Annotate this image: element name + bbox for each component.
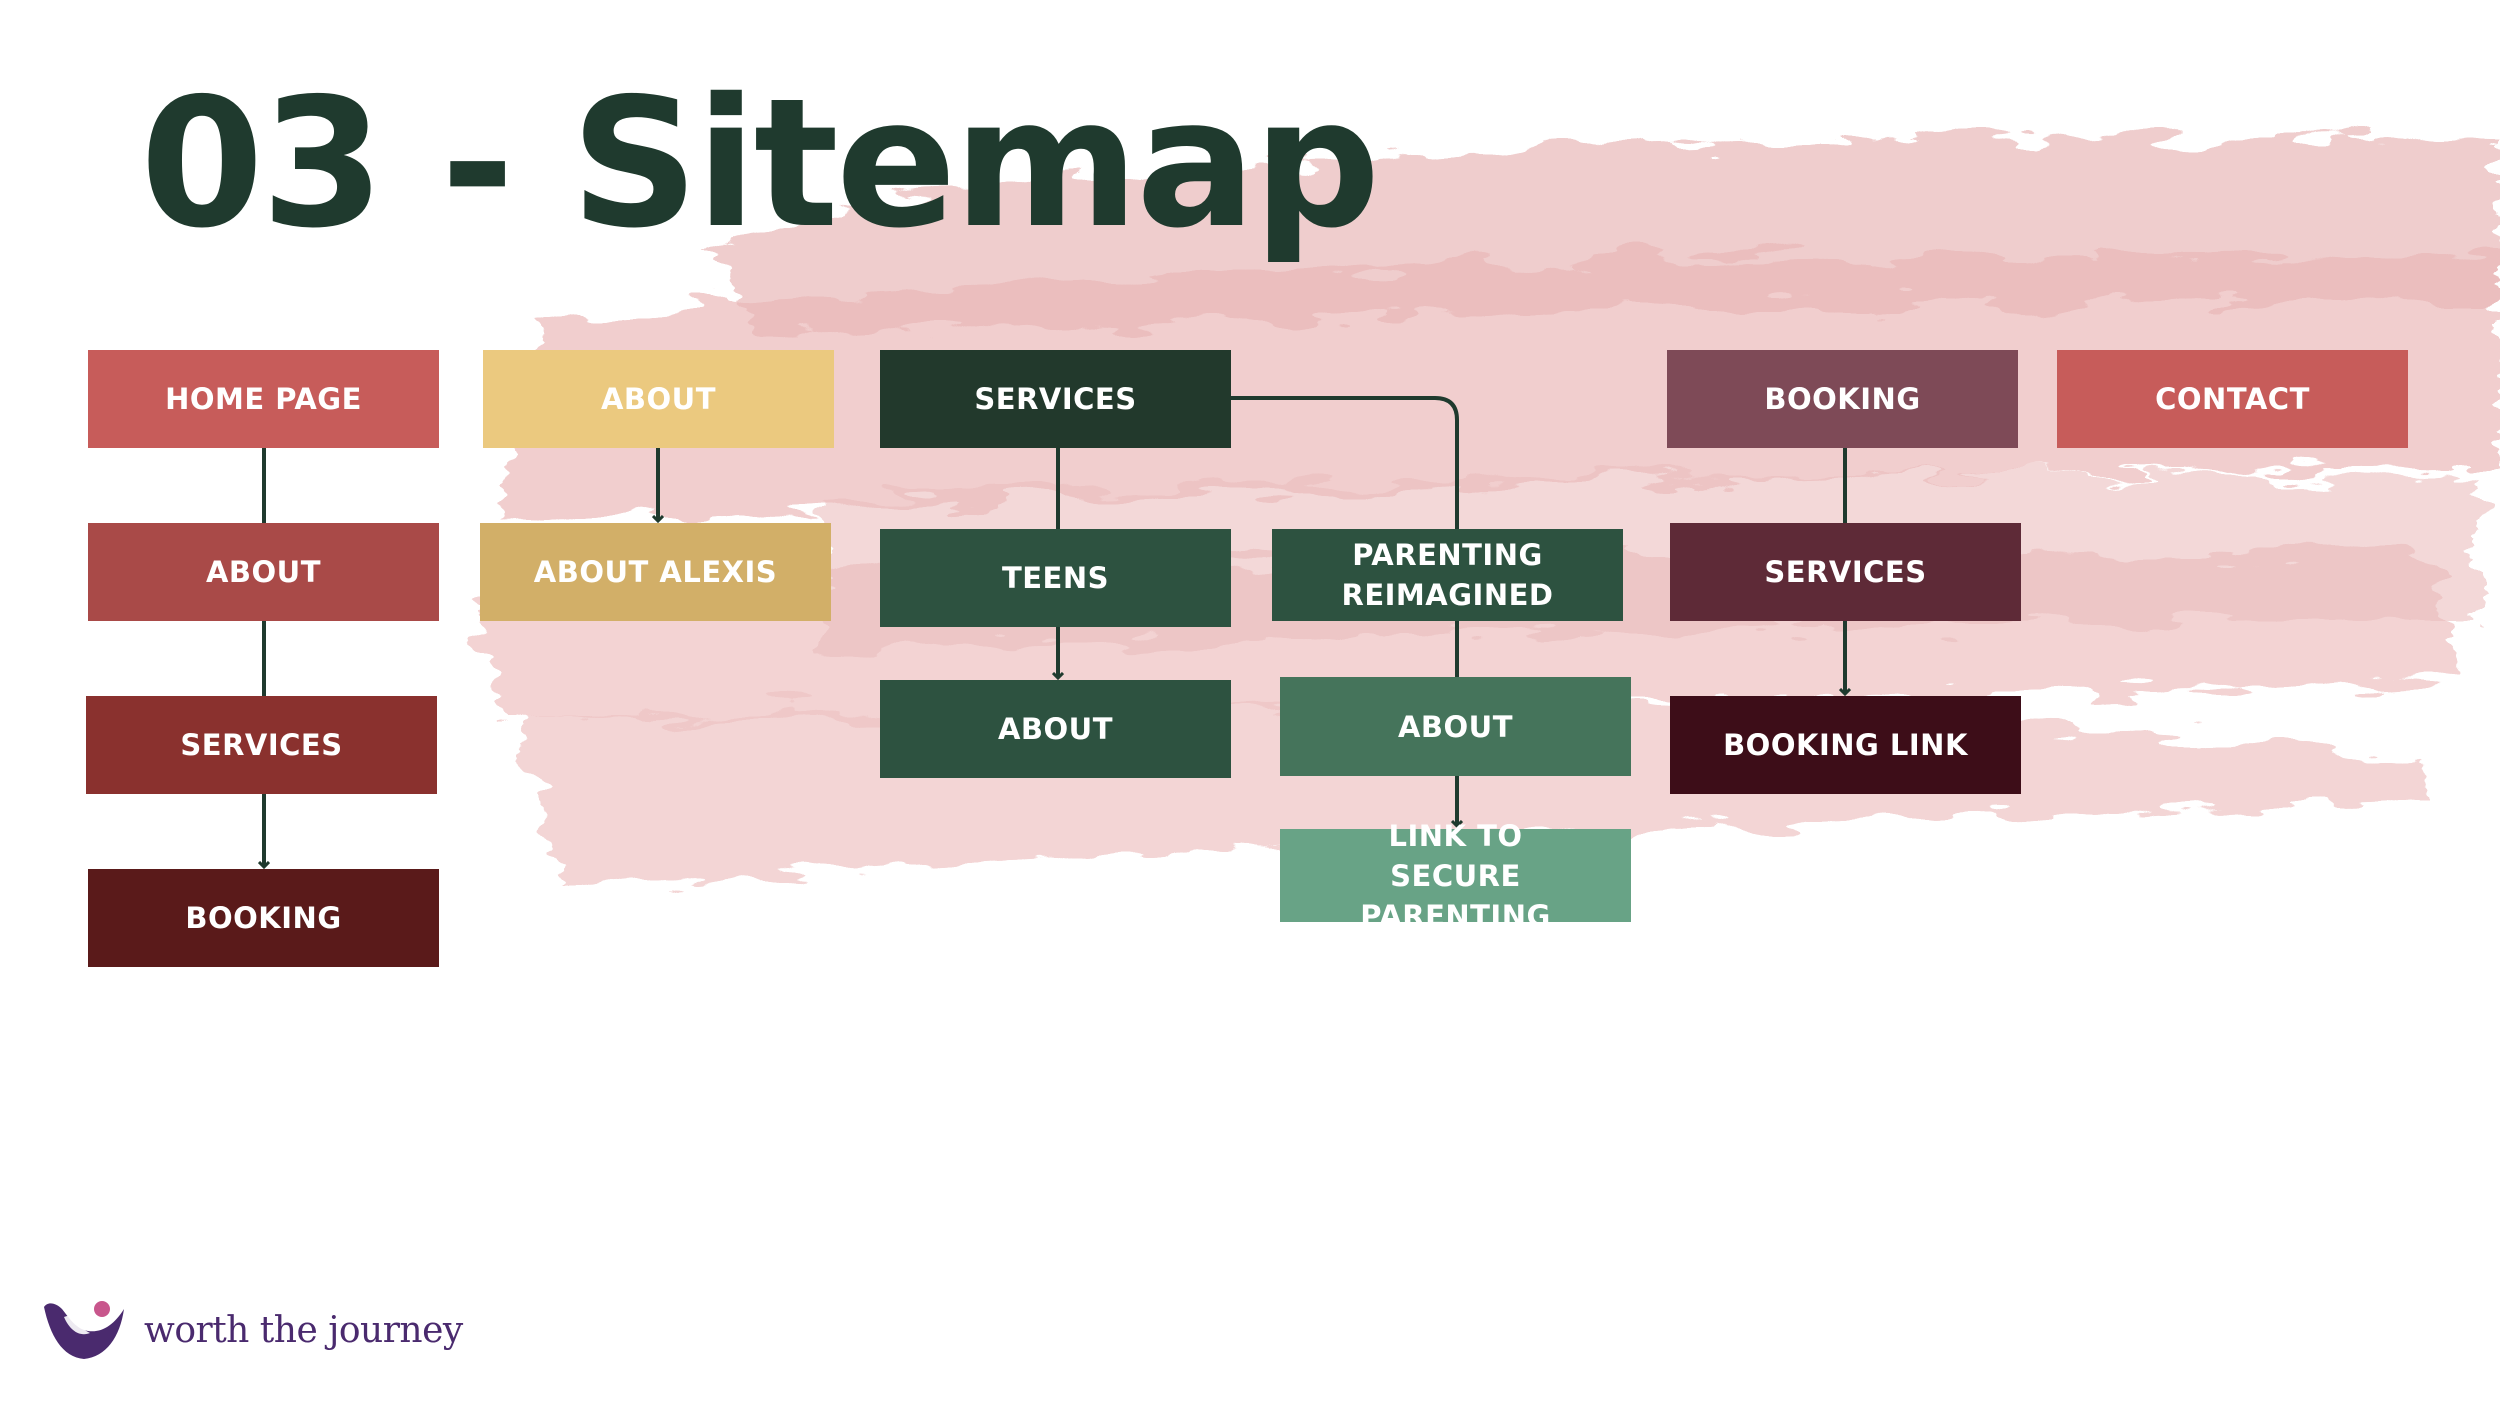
teens-about-node: ABOUT (880, 680, 1231, 778)
booking-node: BOOKING (1667, 350, 2018, 448)
booking-services-node: SERVICES (1670, 523, 2021, 621)
home-page-label: HOME PAGE (165, 382, 362, 416)
about-node: ABOUT (483, 350, 834, 448)
about-alexis-label: ABOUT ALEXIS (533, 555, 778, 589)
parenting-reimagined-node: PARENTING REIMAGINED (1272, 529, 1623, 621)
about-alexis-node: ABOUT ALEXIS (480, 523, 831, 621)
brand-name: worth the journey (144, 1309, 463, 1351)
contact-node: CONTACT (2057, 350, 2408, 448)
home-page-node: HOME PAGE (88, 350, 439, 448)
parenting-reimagined-label: PARENTING REIMAGINED (1341, 538, 1554, 612)
booking-link-label: BOOKING LINK (1723, 728, 1968, 762)
home-about-node: ABOUT (88, 523, 439, 621)
parenting-about-node: ABOUT (1280, 677, 1631, 776)
home-booking-node: BOOKING (88, 869, 439, 967)
contact-label: CONTACT (2155, 382, 2310, 416)
home-services-label: SERVICES (180, 728, 343, 762)
about-label: ABOUT (600, 382, 717, 416)
parenting-about-label: ABOUT (1397, 709, 1514, 744)
secure-parenting-link-label: LINK TO SECURE PARENTING (1360, 818, 1551, 933)
booking-link-node: BOOKING LINK (1670, 696, 2021, 794)
booking-label: BOOKING (1764, 382, 1921, 416)
home-services-node: SERVICES (86, 696, 437, 794)
booking-services-label: SERVICES (1764, 555, 1927, 589)
teens-node: TEENS (880, 529, 1231, 627)
services-label: SERVICES (974, 382, 1137, 416)
teens-about-label: ABOUT (997, 712, 1114, 746)
page-title: 03 - Sitemap (140, 60, 1381, 267)
home-about-label: ABOUT (205, 555, 322, 589)
teens-label: TEENS (1001, 561, 1110, 595)
brand-logo: worth the journey (40, 1295, 463, 1365)
services-node: SERVICES (880, 350, 1231, 448)
secure-parenting-link-node: LINK TO SECURE PARENTING (1280, 819, 1631, 933)
connector-services-to-parenting (1230, 396, 1459, 529)
brand-mark-icon (44, 1301, 124, 1359)
home-booking-label: BOOKING (185, 901, 342, 935)
